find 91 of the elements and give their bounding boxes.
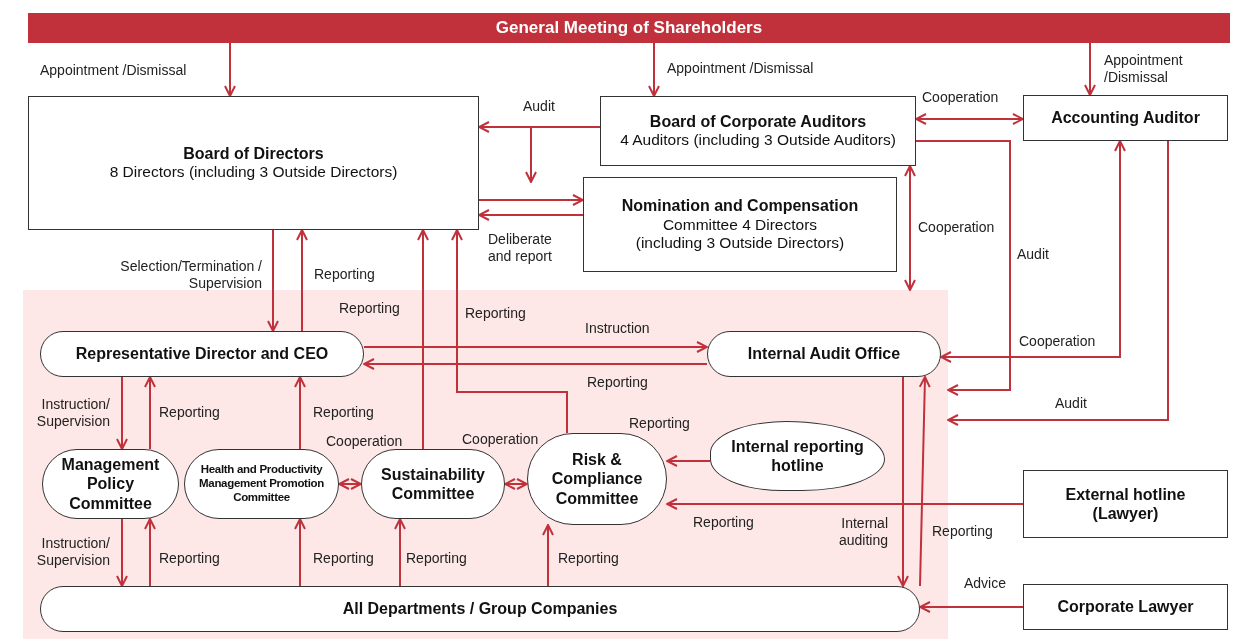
node-title: Health and Productivity Management Promotion Committee (198, 463, 325, 505)
arrow (478, 209, 584, 221)
rounded-box (40, 586, 920, 632)
arrow (338, 478, 362, 490)
edge-label: Audit (1055, 395, 1087, 412)
rounded-box (707, 331, 941, 377)
node-title: Internal Audit Office (747, 344, 901, 364)
edge-label: Reporting (313, 550, 374, 567)
arrow (267, 229, 279, 332)
arrow (144, 518, 156, 587)
arrow (897, 376, 909, 587)
process-box (1023, 584, 1228, 630)
edge-label: Advice (964, 575, 1007, 592)
edge-label: Reporting (587, 374, 648, 391)
node-title: General Meeting of Shareholders (495, 17, 763, 39)
edge-label: Cooperation (462, 431, 539, 448)
node-title: Sustainability Committee (380, 464, 486, 504)
edge-label: Instruction/ Supervision (35, 396, 110, 430)
arrow (947, 140, 1169, 426)
node-title: Accounting Auditor (1051, 108, 1200, 128)
arrow (666, 455, 711, 467)
arrow (919, 601, 1024, 613)
edge-label: Reporting (465, 305, 526, 322)
edge-label: Cooperation (922, 89, 999, 106)
arrow (116, 518, 128, 587)
arrow (915, 113, 1024, 125)
node-title: Board of Directors (183, 144, 324, 164)
edge-label: Instruction (585, 320, 650, 337)
arrow (915, 140, 1011, 396)
edge-label: Cooperation (918, 219, 995, 236)
arrow (940, 140, 1126, 363)
node-title: External hotline (Lawyer) (1064, 484, 1187, 524)
edge-label: Cooperation (1019, 333, 1096, 350)
node-title: Nomination and Compensation (621, 196, 859, 216)
node-title: Board of Corporate Auditors (649, 112, 867, 132)
edge-label: Appointment /Dismissal (1104, 52, 1184, 86)
arrow (904, 165, 916, 291)
edge-label: Audit (523, 98, 555, 115)
edge-label: Appointment /Dismissal (667, 60, 814, 77)
edge-label: Reporting (159, 404, 220, 421)
arrow (363, 341, 708, 353)
arrow (417, 229, 429, 450)
node-title: Corporate Lawyer (1057, 597, 1194, 617)
edge-label: Audit (1017, 246, 1049, 263)
process-box (583, 177, 897, 272)
arrow (478, 194, 584, 206)
edge-label: Deliberate and report (488, 231, 553, 265)
arrow (294, 518, 306, 587)
arrow (144, 376, 156, 450)
arrow (666, 498, 1024, 510)
edge-label: Reporting (932, 523, 993, 540)
edge-label: Reporting (313, 404, 374, 421)
arrow (451, 229, 568, 434)
process-box (1023, 470, 1228, 538)
arrow (394, 518, 406, 587)
node-text: 8 Directors (including 3 Outside Directors) (109, 163, 398, 182)
edge-label: Reporting (406, 550, 467, 567)
node-title: Internal reporting hotline (730, 436, 865, 476)
node-title: Representative Director and CEO (75, 344, 329, 364)
edge-label: Appointment /Dismissal (40, 62, 187, 79)
edge-label: Reporting (558, 550, 619, 567)
arrow (296, 229, 308, 332)
edge-label: Reporting (159, 550, 220, 567)
process-box (600, 96, 916, 166)
arrow (363, 358, 708, 370)
rounded-box (40, 331, 364, 377)
node-title: Risk & Compliance Committee (550, 450, 644, 508)
edge-label: Instruction/ Supervision (35, 535, 110, 569)
arrow (648, 42, 660, 97)
edge-label: Selection/Termination / Supervision (119, 258, 262, 292)
arrow (1084, 42, 1096, 96)
header-bar (28, 13, 1230, 43)
edge-label: Reporting (693, 514, 754, 531)
arrow (918, 376, 931, 587)
process-box (28, 96, 479, 230)
arrow (294, 376, 306, 450)
node-text: Committee 4 Directors (including 3 Outside Directors) (634, 215, 846, 253)
node-title: Management Policy Committee (60, 455, 161, 513)
node-title: All Departments / Group Companies (342, 599, 618, 619)
edge-label: Internal auditing (837, 515, 888, 549)
process-box (1023, 95, 1228, 141)
edge-label: Reporting (629, 415, 690, 432)
arrow (504, 478, 528, 490)
arrow (224, 42, 236, 97)
edge-label: Reporting (339, 300, 400, 317)
node-text: 4 Auditors (including 3 Outside Auditors) (620, 131, 896, 150)
arrow (525, 126, 601, 183)
arrow (116, 376, 128, 450)
edge-label: Cooperation (326, 433, 403, 450)
edge-label: Reporting (314, 266, 375, 283)
arrow (542, 524, 554, 587)
